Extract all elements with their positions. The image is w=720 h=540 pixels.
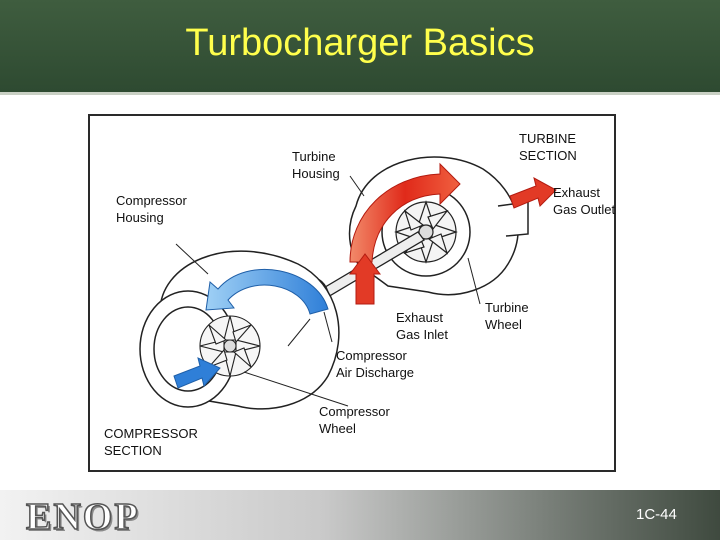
slide-title: Turbocharger Basics: [185, 22, 535, 64]
label-exhaust-gas-outlet: Exhaust Gas Outlet: [553, 185, 616, 217]
turbocharger-illustration: [139, 156, 557, 410]
label-turbine-wheel: Turbine Wheel: [485, 300, 529, 332]
compressor-wheel-shape: [199, 315, 261, 377]
label-compressor-wheel: Compressor Wheel: [319, 404, 390, 436]
label-turbine-housing: Turbine Housing: [292, 149, 340, 181]
label-turbine-section: TURBINE SECTION: [519, 131, 577, 163]
leader-lines: [175, 175, 481, 407]
label-compressor-air-discharge: Compressor Air Discharge: [336, 348, 415, 380]
enop-logo: ENOP: [25, 496, 140, 538]
intake-flow-arrows: [173, 268, 329, 389]
footer-bar: [0, 490, 720, 540]
label-compressor-section: COMPRESSOR SECTION: [104, 426, 198, 458]
label-compressor-housing: Compressor Housing: [116, 193, 187, 225]
header-divider: [0, 92, 720, 95]
page-number: 1C-44: [636, 506, 677, 523]
label-exhaust-gas-inlet: Exhaust Gas Inlet: [396, 310, 449, 342]
turbine-wheel-shape: [394, 200, 458, 264]
exhaust-flow-arrows: [349, 162, 557, 305]
header-bar: [0, 0, 720, 92]
